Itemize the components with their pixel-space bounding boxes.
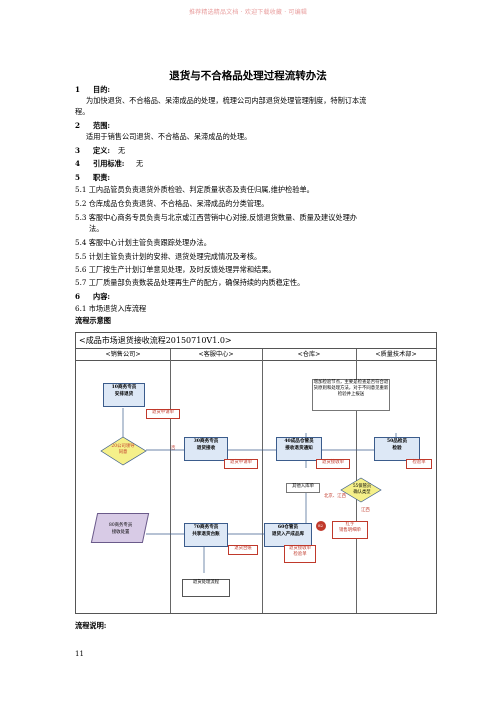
duty-5-5: 5.5 计划主管负责计划的安排、退货处理完成情况及考核。 xyxy=(75,252,262,261)
label-no: 否 xyxy=(171,446,176,451)
duty-5-6: 5.6 工厂按生产计划订单意见处理，及时反馈处理异常和结果。 xyxy=(75,265,276,274)
doc-return-request: 退货申请单 xyxy=(146,409,180,419)
node-70-share-ledger[interactable]: 70商务专员共享退货台账 xyxy=(184,523,228,547)
lane-sales: <销售公司> xyxy=(76,349,170,361)
section-4-num: 4 xyxy=(75,159,81,168)
scope-text: 适用于销售公司退货、不合格品、呆滞成品的处理。 xyxy=(86,132,252,141)
node-50-inspect[interactable]: 50品检员检验 xyxy=(374,437,420,461)
diagram-heading: 流程示意图 xyxy=(75,316,111,325)
section-4-label: 引用标准: xyxy=(93,159,125,168)
node-60-stock-in[interactable]: 60仓管员退货入产成品库 xyxy=(264,523,312,547)
section-3-num: 3 xyxy=(75,146,81,155)
section-2-label: 范围: xyxy=(93,121,111,130)
purpose-text-1: 为加快退货、不合格品、呆滞成品的处理，梳理公司内部退货处理管理制度，特制订本流 xyxy=(86,96,367,105)
section-5-num: 5 xyxy=(75,173,81,182)
section-1-num: 1 xyxy=(75,85,81,94)
section-4-value: 无 xyxy=(136,159,144,168)
process-description-label: 流程说明: xyxy=(75,621,107,630)
section-3-value: 无 xyxy=(118,146,126,155)
node-10-arrange-return[interactable]: 10商务专员安排退货 xyxy=(103,383,145,407)
watermark: 推荐精选精品文档 · 欢迎下载收藏 · 可编辑 xyxy=(188,9,308,16)
flowchart-title: <成品市场退货接收流程20150710V1.0> xyxy=(76,333,436,349)
node-80-handle[interactable]: 80商务专员接收处置 xyxy=(90,513,150,543)
flowchart: <成品市场退货接收流程20150710V1.0> <销售公司> <客服中心> <… xyxy=(75,332,437,614)
duty-5-4: 5.4 客服中心计划主管负责跟踪处理办法。 xyxy=(75,238,211,247)
section-1-label: 目的: xyxy=(93,85,111,94)
label-beijing-jiangxi: 北京、江西 xyxy=(324,494,346,499)
lane-quality: <质量技术部> xyxy=(356,349,436,361)
doc-ledger: 退货台账 xyxy=(228,545,258,555)
node-80-label: 80商务专员接收处置 xyxy=(109,523,133,535)
label-jiangxi: 江西 xyxy=(361,508,370,513)
doc-red-detail: 红字销售明细单 xyxy=(332,521,368,539)
section-6-label: 内容: xyxy=(93,292,111,301)
duty-5-7: 5.7 工厂质量部负责数装品处理再生产的配方，确保持续的内质稳定性。 xyxy=(75,278,305,287)
purpose-text-2: 程。 xyxy=(75,107,90,116)
node-40-receive-notice[interactable]: 40成品仓管员接收退货通知 xyxy=(276,437,322,461)
node-82-marker: 82 xyxy=(318,523,324,528)
node-55-confirm-type[interactable]: 55保管员确认类型 xyxy=(352,484,372,495)
doc-return-request-2: 退货申请单 xyxy=(224,459,258,469)
section-6-num: 6 xyxy=(75,292,81,301)
node-20-approve[interactable]: 20公司领导同意 xyxy=(111,444,135,455)
note-other-stock: 其他入库单 xyxy=(286,483,320,493)
lane-warehouse: <仓库> xyxy=(262,349,356,361)
duty-5-2: 5.2 仓库成品仓负责退货、不合格品、呆滞成品的分类管理。 xyxy=(75,199,269,208)
doc-process-flow: 退货处理流程 xyxy=(182,579,230,597)
lane-service: <客服中心> xyxy=(170,349,262,361)
section-2-num: 2 xyxy=(75,121,81,130)
page-number: 11 xyxy=(75,650,84,658)
section-5-label: 职责: xyxy=(93,173,111,182)
quality-note: 增加检验节点，主要是检查是否符合退货原则和处理方法，对于不同意见重新检验并上报送 xyxy=(312,379,390,411)
lane-divider xyxy=(170,349,171,613)
content-6-1: 6.1 市场退货入库流程 xyxy=(75,304,147,313)
section-3-label: 定义: xyxy=(93,146,111,155)
duty-5-1: 5.1 工内品管员负责退货外质检验、判定质量状态及责任归属,维护检验单。 xyxy=(75,185,314,194)
duty-5-3: 5.3 客服中心商务专员负责与北京或江西营销中心对接,反馈退货数量、质量及建议处… xyxy=(75,213,357,222)
doc-return-receipt: 退货接收单 xyxy=(316,459,350,469)
doc-receipt-inspection: 退货接收单检验单 xyxy=(284,545,316,563)
flow-connectors xyxy=(100,408,397,573)
page-title: 退货与不合格品处理过程流转办法 xyxy=(169,70,327,82)
duty-5-3-cont: 法。 xyxy=(89,224,104,233)
lane-divider xyxy=(262,349,263,613)
doc-inspection: 检验单 xyxy=(406,459,432,469)
node-30-receive-return[interactable]: 30商务专员退货接收 xyxy=(184,437,228,461)
